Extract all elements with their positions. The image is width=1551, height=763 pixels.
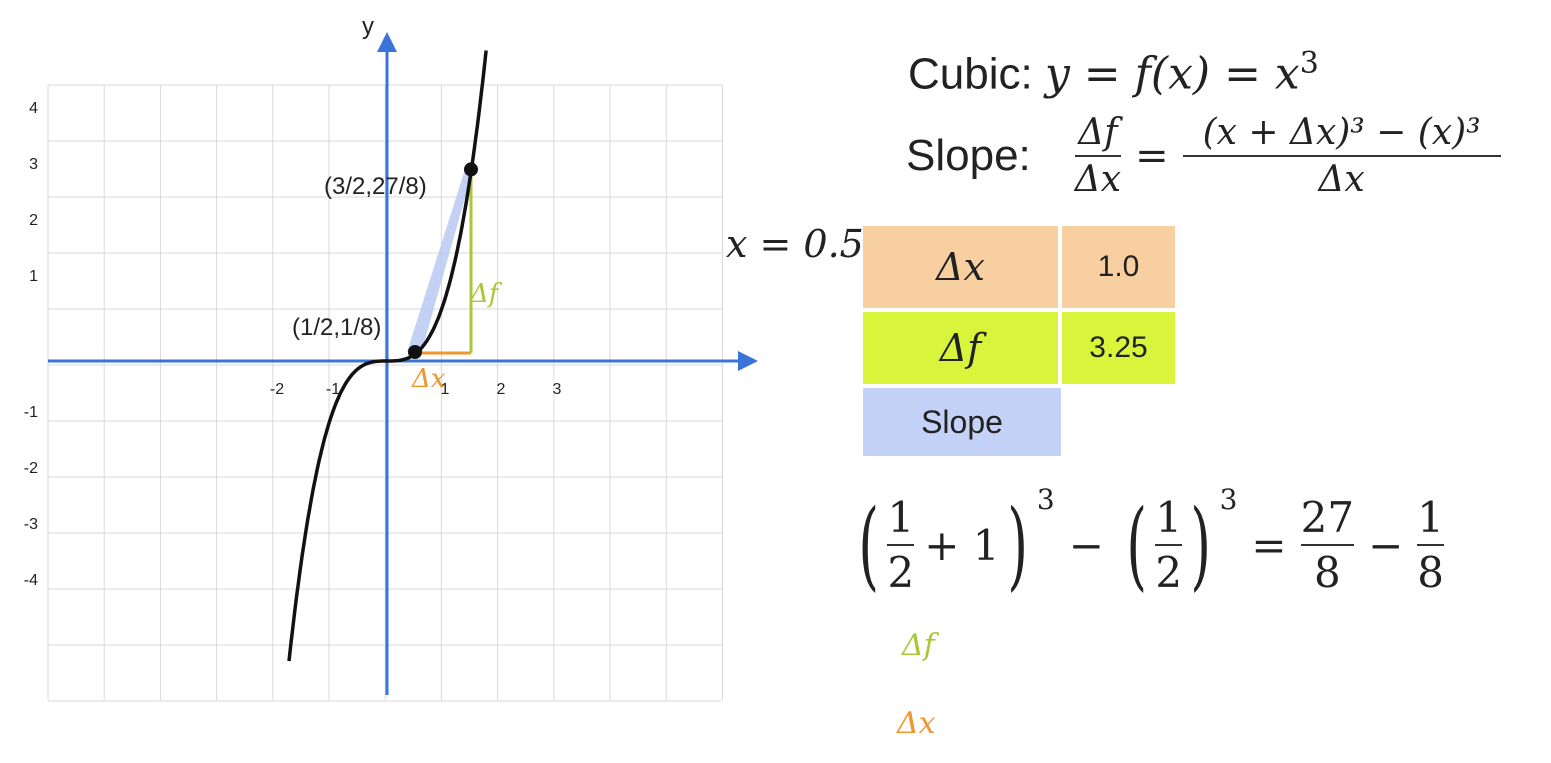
y-tick-label: 1 <box>29 268 38 285</box>
slope-lhs-numerator: Δf <box>1078 112 1118 153</box>
table-cell-dx-value: 1.0 <box>1062 226 1175 308</box>
x-axis-arrow-icon <box>738 351 758 371</box>
point-label: (1/2,1/8) <box>292 314 381 341</box>
y-tick-label: -4 <box>24 572 38 589</box>
secant-line <box>407 169 473 354</box>
x-tick-label: -1 <box>326 381 340 398</box>
table-cell-slope-label: Slope <box>863 388 1061 456</box>
calculation: ( 1 2 + 1 ) 3 − ( 1 2 ) 3 = 27 8 − 1 8 <box>850 470 1444 620</box>
plus-one: + 1 <box>924 520 1000 570</box>
x-tick-label: -2 <box>270 381 284 398</box>
legend-delta-f: Δf <box>902 628 935 663</box>
slope-lhs-denominator: Δx <box>1074 159 1122 200</box>
x-tick-label: 1 <box>441 381 450 398</box>
cubic-curve <box>287 50 488 662</box>
y-axis-label: y <box>362 13 374 40</box>
y-tick-label: -2 <box>24 460 38 477</box>
cubic-exponent: 3 <box>1299 46 1319 81</box>
x-tick-label: 2 <box>497 381 506 398</box>
cubic-formula: y = f(x) = x <box>1044 48 1300 100</box>
y-tick-label: -1 <box>24 404 38 421</box>
calc-exp-1: 3 <box>1036 482 1055 516</box>
slope-lhs-fraction: Δf Δx <box>1074 112 1122 200</box>
calc-fraction-1-8: 1 8 <box>1417 493 1444 597</box>
calc-exp-2: 3 <box>1219 482 1238 516</box>
slope-rhs-fraction: (x + Δx)³ − (x)³ Δx <box>1182 112 1501 200</box>
point-marker <box>464 162 478 177</box>
slope-rhs-denominator: Δx <box>1318 159 1365 200</box>
cubic-equation: Cubic: y = f(x) = x3 <box>908 46 1319 100</box>
slope-equation: Slope: Δf Δx = (x + Δx)³ − (x)³ Δx <box>906 112 1501 200</box>
slope-rhs-numerator: (x + Δx)³ − (x)³ <box>1202 112 1481 153</box>
delta-f-label: Δf <box>469 279 503 309</box>
left-paren: ( <box>1126 489 1147 601</box>
table-cell-dx-label: Δx <box>863 226 1058 308</box>
calc-minus-2: − <box>1368 520 1404 570</box>
legend-delta-x: Δx <box>897 706 936 741</box>
calc-fraction-half-1: 1 2 <box>887 493 915 597</box>
fraction-bar <box>1074 155 1122 157</box>
right-paren: ) <box>1190 489 1212 601</box>
y-tick-label: 4 <box>29 100 38 117</box>
right-paren: ) <box>1007 489 1029 601</box>
calc-equals: = <box>1251 520 1287 570</box>
y-axis-arrow-icon <box>377 32 397 52</box>
calc-fraction-half-2: 1 2 <box>1155 493 1183 597</box>
y-tick-label: 3 <box>29 156 38 173</box>
y-tick-label: 2 <box>29 212 38 229</box>
left-paren: ( <box>858 489 880 601</box>
y-tick-label: -3 <box>24 516 38 533</box>
table-cell-df-value: 3.25 <box>1062 312 1175 384</box>
point-marker <box>408 345 422 359</box>
grid-lines <box>47 84 723 702</box>
point-label: (3/2,27/8) <box>324 173 427 200</box>
slope-equals: = <box>1135 133 1169 179</box>
cubic-prefix: Cubic: <box>908 49 1033 99</box>
calc-fraction-27-8: 27 8 <box>1300 493 1355 597</box>
x-value: x = 0.5 <box>726 222 864 266</box>
delta-x-label: Δx <box>411 364 446 394</box>
table-cell-df-label: Δf <box>863 312 1058 384</box>
calc-minus-1: − <box>1068 520 1104 570</box>
slope-prefix: Slope: <box>906 131 1031 180</box>
fraction-bar <box>1182 155 1501 157</box>
x-tick-label: 3 <box>553 381 562 398</box>
